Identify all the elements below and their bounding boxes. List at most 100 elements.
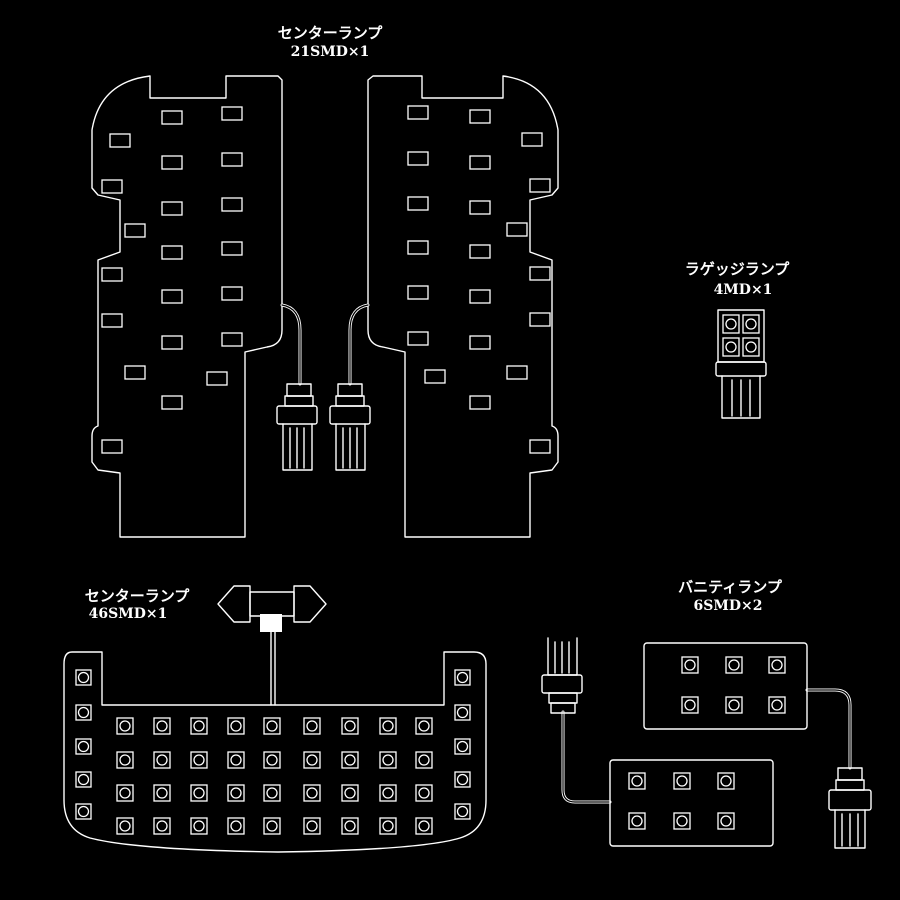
vanity-lamp-board-lower (609, 759, 774, 847)
t10-connector-icon (276, 383, 318, 471)
smd-led-icon (379, 717, 397, 735)
center-lamp-top-spec: 21SMD×1 (291, 44, 370, 60)
smd-led-icon (190, 817, 208, 835)
center-lamp-right-leds (407, 105, 551, 454)
smd-led-lens-icon (306, 720, 318, 732)
smd-led-icon (415, 717, 433, 735)
label-vanity-lamp: バニティランプ 6SMD×2 (678, 578, 783, 614)
luggage-lamp-bulb (715, 309, 767, 419)
smd-led-lens-icon (230, 720, 242, 732)
smd-led-icon (227, 751, 245, 769)
smd-led-lens-icon (382, 787, 394, 799)
smd-led-icon (263, 784, 281, 802)
smd-led-lens-icon (193, 754, 205, 766)
label-center-lamp-top: センターランプ 21SMD×1 (278, 24, 384, 60)
smd-led-icon (303, 784, 321, 802)
smd-led-icon (303, 717, 321, 735)
smd-led-icon (263, 817, 281, 835)
smd-led-icon (153, 784, 171, 802)
smd-led-icon (227, 717, 245, 735)
smd-led-icon (415, 817, 433, 835)
vanity-lamp-board-upper (643, 642, 808, 730)
center-lamp-bottom-spec: 46SMD×1 (89, 606, 168, 622)
center-lamp-top-name: センターランプ (278, 24, 384, 42)
smd-led-icon (379, 784, 397, 802)
smd-led-lens-icon (193, 720, 205, 732)
smd-led-icon (153, 717, 171, 735)
vanity-lamp-spec: 6SMD×2 (694, 598, 763, 614)
label-luggage-lamp: ラゲッジランプ 4MD×1 (685, 260, 791, 298)
smd-led-lens-icon (230, 787, 242, 799)
smd-led-icon (227, 784, 245, 802)
luggage-lamp-name: ラゲッジランプ (685, 260, 791, 278)
center-lamp-bottom-leds (75, 669, 471, 820)
smd-led-lens-icon (193, 820, 205, 832)
t10-connector-icon (541, 637, 583, 714)
smd-led-lens-icon (344, 720, 356, 732)
smd-led-lens-icon (156, 787, 168, 799)
smd-led-lens-icon (418, 720, 430, 732)
center-lamp-bottom-led-grid (116, 717, 433, 835)
smd-led-lens-icon (418, 787, 430, 799)
smd-led-icon (116, 784, 134, 802)
festoon-bulb-icon (217, 585, 327, 632)
smd-led-icon (303, 751, 321, 769)
smd-led-icon (153, 817, 171, 835)
vanity-lamp-wires (561, 688, 852, 804)
smd-led-icon (190, 784, 208, 802)
smd-led-icon (227, 817, 245, 835)
smd-led-icon (341, 817, 359, 835)
t10-connector-icon (828, 767, 872, 849)
smd-led-lens-icon (344, 820, 356, 832)
smd-led-lens-icon (230, 820, 242, 832)
center-lamp-bottom-name: センターランプ (85, 587, 191, 605)
smd-led-lens-icon (418, 754, 430, 766)
smd-led-lens-icon (382, 754, 394, 766)
smd-led-icon (190, 751, 208, 769)
smd-led-lens-icon (382, 820, 394, 832)
smd-led-lens-icon (266, 720, 278, 732)
center-lamp-right-board (367, 75, 559, 538)
smd-led-icon (303, 817, 321, 835)
smd-led-icon (116, 751, 134, 769)
center-lamp-top-wires (280, 303, 370, 386)
smd-led-lens-icon (266, 787, 278, 799)
smd-led-icon (341, 717, 359, 735)
label-center-lamp-bottom: センターランプ 46SMD×1 (85, 587, 191, 622)
smd-led-lens-icon (306, 754, 318, 766)
smd-led-lens-icon (119, 720, 131, 732)
smd-led-lens-icon (418, 820, 430, 832)
smd-led-icon (415, 751, 433, 769)
smd-led-lens-icon (119, 787, 131, 799)
center-lamp-left-leds (101, 106, 243, 454)
smd-led-icon (263, 717, 281, 735)
smd-led-icon (116, 717, 134, 735)
t10-connector-icon (329, 383, 371, 471)
smd-led-lens-icon (193, 787, 205, 799)
center-lamp-bottom-board (63, 651, 487, 853)
smd-led-lens-icon (230, 754, 242, 766)
smd-led-lens-icon (156, 754, 168, 766)
smd-led-lens-icon (306, 820, 318, 832)
smd-led-lens-icon (344, 754, 356, 766)
smd-led-lens-icon (156, 720, 168, 732)
smd-led-lens-icon (119, 820, 131, 832)
smd-led-icon (263, 751, 281, 769)
smd-led-icon (341, 784, 359, 802)
smd-led-lens-icon (119, 754, 131, 766)
smd-led-lens-icon (344, 787, 356, 799)
smd-led-lens-icon (382, 720, 394, 732)
luggage-lamp-spec: 4MD×1 (714, 282, 773, 298)
smd-led-lens-icon (306, 787, 318, 799)
center-lamp-left-board (91, 75, 283, 538)
smd-led-icon (116, 817, 134, 835)
smd-led-lens-icon (266, 820, 278, 832)
smd-led-lens-icon (266, 754, 278, 766)
smd-led-lens-icon (156, 820, 168, 832)
vanity-lamp-name: バニティランプ (678, 578, 783, 596)
smd-led-icon (190, 717, 208, 735)
smd-led-icon (153, 751, 171, 769)
smd-led-icon (379, 751, 397, 769)
smd-led-icon (415, 784, 433, 802)
